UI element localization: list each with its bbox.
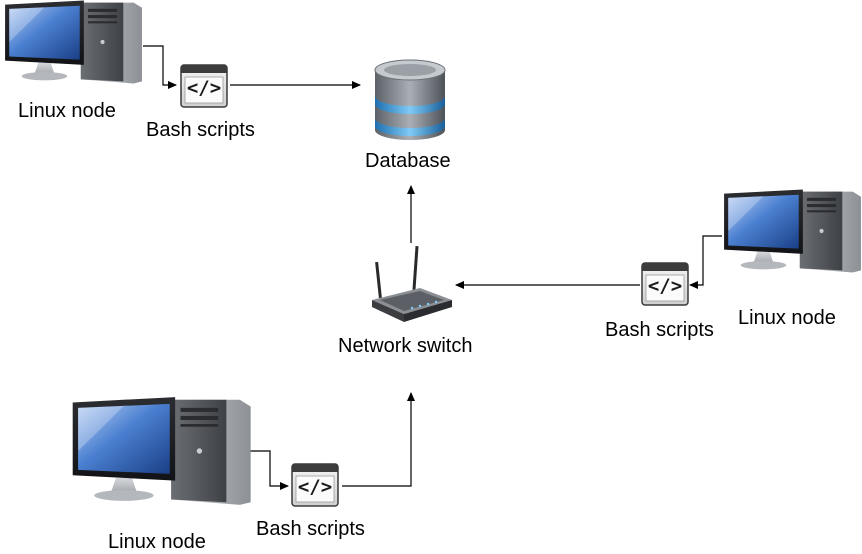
linux-node-top-left-label: Linux node [18, 100, 116, 122]
router-icon [372, 245, 452, 322]
script-glyph: </> [648, 275, 682, 297]
linux-node-top-left[interactable] [5, 0, 142, 84]
script-glyph: </> [187, 77, 221, 99]
network-switch-label: Network switch [338, 335, 473, 357]
bash-scripts-bottom[interactable]: </> [291, 463, 339, 507]
database-node[interactable] [374, 59, 446, 140]
edge-script-bottom-to-switch [342, 392, 415, 487]
database-icon [374, 59, 446, 140]
linux-node-right-label: Linux node [738, 307, 836, 329]
desktop-computer-icon [5, 0, 142, 84]
edge-pc-top-to-script-top [143, 45, 177, 89]
database-label: Database [365, 150, 451, 172]
connectors [143, 45, 722, 490]
bash-scripts-right[interactable]: </> [641, 262, 689, 306]
desktop-computer-icon [724, 189, 861, 273]
linux-node-bottom[interactable] [72, 397, 251, 505]
linux-node-bottom-label: Linux node [108, 531, 206, 553]
edge-pc-right-to-script-right [689, 235, 722, 289]
network-switch-node[interactable] [372, 245, 452, 322]
desktop-computer-icon [72, 397, 251, 505]
linux-node-right[interactable] [724, 189, 861, 273]
bash-scripts-right-label: Bash scripts [605, 319, 714, 341]
bash-scripts-top-label: Bash scripts [146, 119, 255, 141]
script-glyph: </> [298, 476, 332, 498]
edge-pc-bottom-to-script-bottom [250, 450, 289, 490]
bash-scripts-top[interactable]: </> [180, 64, 228, 108]
bash-scripts-bottom-label: Bash scripts [256, 518, 365, 540]
